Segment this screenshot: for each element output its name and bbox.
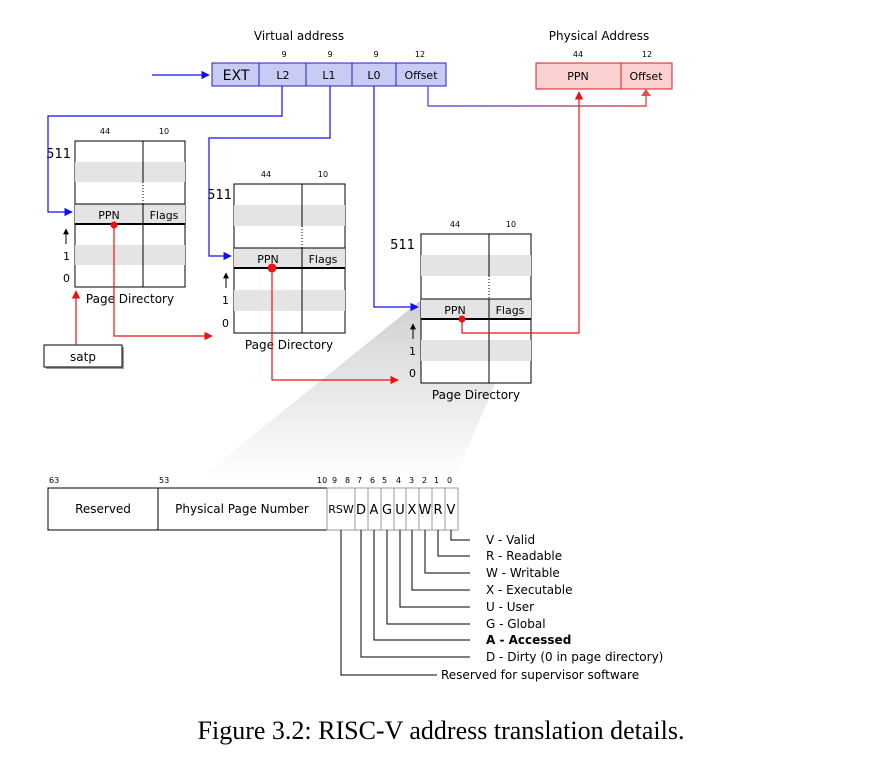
pa-field-ppn: PPN bbox=[567, 70, 589, 83]
pte-bit-v: V bbox=[447, 503, 456, 518]
pd3-ppn-label: PPN bbox=[444, 304, 466, 317]
pa-field-offset: Offset bbox=[629, 70, 663, 83]
pte-bit-5: 5 bbox=[382, 476, 387, 485]
pte-bit-6: 6 bbox=[370, 476, 375, 485]
pte-bit-u: U bbox=[395, 503, 405, 518]
pd2-width-ppn: 44 bbox=[261, 170, 271, 179]
pte-bit-g: G bbox=[382, 503, 392, 518]
pd3-ppn-arrow bbox=[461, 91, 584, 334]
pd2-row-511: 511 bbox=[207, 188, 232, 203]
pd1-label: Page Directory bbox=[86, 292, 174, 306]
virtual-address: Virtual address 9 9 9 12 EXT L2 L1 L0 Of… bbox=[211, 29, 447, 87]
legend-rsw: Reserved for supervisor software bbox=[441, 668, 639, 682]
pd2-label: Page Directory bbox=[245, 338, 333, 352]
pte-ppn-label: Physical Page Number bbox=[175, 502, 309, 516]
legend-accessed: A - Accessed bbox=[486, 633, 571, 647]
pd3-width-flags: 10 bbox=[506, 220, 516, 229]
pd1-flags-label: Flags bbox=[150, 209, 179, 222]
pd3-width-ppn: 44 bbox=[450, 220, 460, 229]
va-width-l1: 9 bbox=[327, 50, 332, 59]
pd3-row-511: 511 bbox=[390, 238, 415, 253]
pd3-row-1: 1 bbox=[409, 345, 416, 358]
legend-executable: X - Executable bbox=[486, 583, 572, 597]
page-directory-3: 44 10 PPN Flags 511 1 0 Page Directory bbox=[390, 220, 532, 402]
va-field-l0: L0 bbox=[367, 69, 380, 82]
legend-global: G - Global bbox=[486, 617, 546, 631]
pd3-label: Page Directory bbox=[432, 388, 520, 402]
pd2-row-0: 0 bbox=[222, 317, 229, 330]
va-width-offset: 12 bbox=[415, 50, 425, 59]
satp-label: satp bbox=[70, 350, 96, 364]
pte-bit-63: 63 bbox=[49, 476, 59, 485]
pte-bit-1: 1 bbox=[434, 476, 439, 485]
pd1-row-0: 0 bbox=[63, 272, 70, 285]
pte-reserved-label: Reserved bbox=[75, 502, 131, 516]
pte-bit-a: A bbox=[370, 503, 379, 518]
va-width-l0: 9 bbox=[373, 50, 378, 59]
legend-dirty: D - Dirty (0 in page directory) bbox=[486, 650, 663, 664]
pte-bit-8: 8 bbox=[345, 476, 350, 485]
pte-bit-2: 2 bbox=[422, 476, 427, 485]
pte-legend: V - Valid R - Readable W - Writable X - … bbox=[441, 533, 663, 682]
l0-index-arrow bbox=[373, 86, 419, 312]
va-field-l2: L2 bbox=[276, 69, 289, 82]
pte-layout: 63 53 10 9 8 7 6 5 4 3 2 1 0 Reserved Ph… bbox=[47, 476, 459, 531]
legend-readable: R - Readable bbox=[486, 549, 562, 563]
pte-bit-d: D bbox=[356, 503, 366, 518]
pd2-flags-label: Flags bbox=[309, 253, 338, 266]
pte-bit-4: 4 bbox=[396, 476, 401, 485]
va-box bbox=[211, 62, 447, 87]
l1-index-arrow bbox=[208, 86, 331, 261]
virtual-address-title: Virtual address bbox=[254, 29, 344, 43]
l2-index-arrow bbox=[47, 86, 283, 217]
pd3-row-0: 0 bbox=[409, 367, 416, 380]
va-width-l2: 9 bbox=[281, 50, 286, 59]
figure-caption: Figure 3.2: RISC-V address translation d… bbox=[198, 716, 685, 745]
pte-bit-x: X bbox=[408, 503, 417, 518]
pd2-ppn-label: PPN bbox=[257, 253, 279, 266]
legend-user: U - User bbox=[486, 600, 534, 614]
pd1-ppn-arrow bbox=[113, 225, 213, 341]
physical-address-title: Physical Address bbox=[549, 29, 649, 43]
pd1-width-ppn: 44 bbox=[100, 127, 110, 136]
pa-box bbox=[535, 62, 673, 90]
pd1-row-511: 511 bbox=[46, 147, 71, 162]
legend-writable: W - Writable bbox=[486, 566, 560, 580]
pte-bit-7: 7 bbox=[357, 476, 362, 485]
pd1-ppn-label: PPN bbox=[98, 209, 120, 222]
pd1-width-flags: 10 bbox=[159, 127, 169, 136]
pte-reserved-field bbox=[47, 487, 159, 531]
pa-width-ppn: 44 bbox=[573, 50, 583, 59]
pd1-row-1: 1 bbox=[63, 250, 70, 263]
physical-address: Physical Address 44 12 PPN Offset bbox=[535, 29, 673, 90]
pd2-ppn-arrow bbox=[271, 268, 399, 385]
va-field-ext: EXT bbox=[223, 68, 250, 84]
pte-bit-10: 10 bbox=[317, 476, 327, 485]
pd3-flags-label: Flags bbox=[496, 304, 525, 317]
va-field-l1: L1 bbox=[322, 69, 335, 82]
pte-bit-9: 9 bbox=[332, 476, 337, 485]
va-field-offset: Offset bbox=[404, 69, 438, 82]
page-directory-1: 44 10 PPN Flags 511 1 0 Page Directory bbox=[46, 127, 186, 306]
page-directory-2: 44 10 PPN Flags 511 1 0 Page Directory bbox=[207, 170, 346, 352]
pte-ppn-field bbox=[157, 487, 328, 531]
pte-rsw-label: RSW bbox=[328, 503, 354, 516]
satp-register: satp bbox=[43, 344, 124, 369]
pd2-width-flags: 10 bbox=[318, 170, 328, 179]
offset-copy-arrow bbox=[427, 86, 647, 107]
pte-bit-3: 3 bbox=[409, 476, 414, 485]
legend-valid: V - Valid bbox=[486, 533, 535, 547]
pte-bit-w: W bbox=[419, 503, 432, 518]
pa-width-offset: 12 bbox=[642, 50, 652, 59]
pte-bit-53: 53 bbox=[159, 476, 169, 485]
pte-bit-0: 0 bbox=[447, 476, 452, 485]
pd2-row-1: 1 bbox=[222, 294, 229, 307]
pte-bit-r: R bbox=[433, 503, 442, 518]
pte-legend-leaders bbox=[340, 530, 470, 676]
